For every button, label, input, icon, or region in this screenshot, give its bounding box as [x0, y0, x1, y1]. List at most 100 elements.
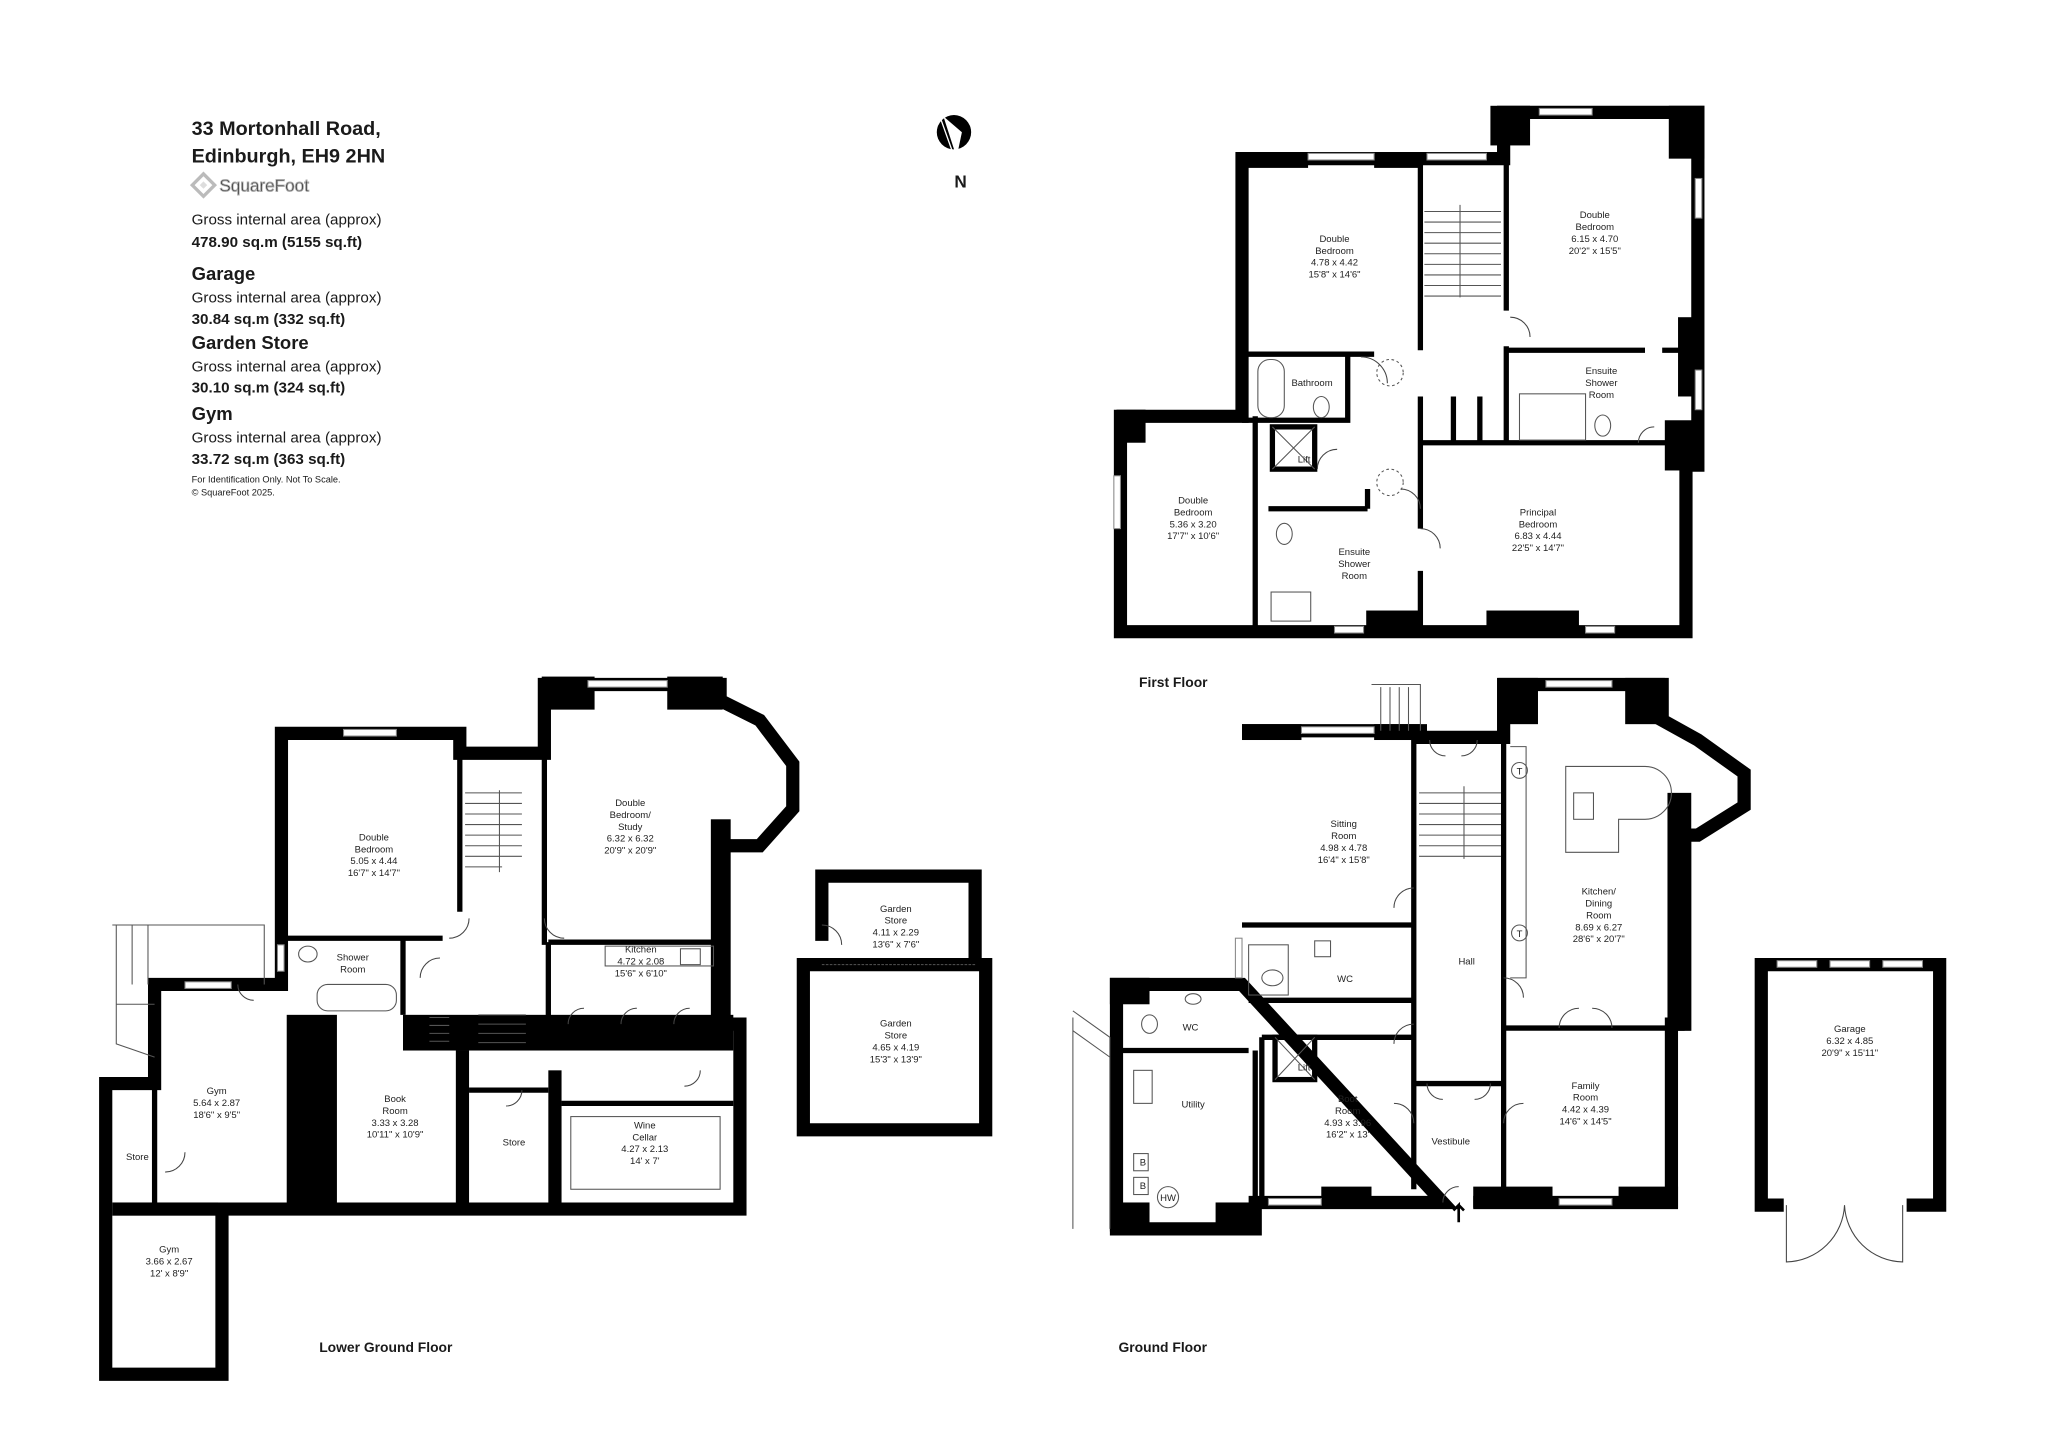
room-dimension: 5.36 x 3.20 — [1170, 519, 1217, 530]
room-dimension: 16'4" x 15'8" — [1318, 855, 1370, 866]
room-label-gf-wc2: WC — [1183, 1023, 1199, 1034]
ground-floor-label: Ground Floor — [1118, 1339, 1207, 1355]
room-dimension: 16'7" x 14'7" — [348, 868, 400, 879]
copyright: © SquareFoot 2025. — [192, 488, 275, 498]
room-dimension: 4.11 x 2.29 — [873, 928, 919, 939]
room-dimension: Store — [884, 916, 907, 927]
room-label-ff-lift: Lift — [1298, 455, 1311, 466]
room-dimension: 4.98 x 4.78 — [1320, 843, 1367, 854]
room-dimension: Room — [1589, 390, 1614, 401]
room-name: WC — [1337, 974, 1353, 985]
room-label-gf-utility: Utility — [1182, 1099, 1205, 1110]
room-name: Ensuite — [1586, 366, 1618, 377]
room-name: Family — [1572, 1081, 1600, 1092]
room-name: Shower — [337, 953, 369, 964]
room-name: Garden — [880, 1019, 912, 1030]
logo-diamond-icon — [189, 171, 218, 199]
room-name: Wine — [634, 1120, 656, 1131]
room-label-gf-b2: B — [1140, 1181, 1146, 1192]
room-dimension: 14' x 7' — [630, 1156, 660, 1167]
room-dimension: 4.78 x 4.42 — [1311, 258, 1358, 269]
room-dimension: 22'5" x 14'7" — [1512, 543, 1564, 554]
room-dimension: Room — [340, 965, 365, 976]
room-dimension: Bedroom — [1576, 222, 1615, 233]
room-name: Bathroom — [1291, 378, 1332, 389]
room-name: T — [1517, 929, 1523, 940]
room-name: Lift — [1298, 1062, 1311, 1073]
room-dimension: 28'6" x 20'7" — [1573, 934, 1625, 945]
room-dimension: 15'6" x 6'10" — [615, 969, 667, 980]
room-dimension: 8.69 x 6.27 — [1575, 922, 1622, 933]
room-dimension: Bedroom — [355, 844, 394, 855]
room-dimension: 4.42 x 4.39 — [1562, 1105, 1609, 1116]
room-dimension: 20'9" x 15'11" — [1821, 1048, 1878, 1059]
room-dimension: Shower — [1338, 559, 1370, 570]
room-name: Ensuite — [1338, 547, 1370, 558]
room-label-ff-bath: Bathroom — [1291, 378, 1332, 389]
entrance-arrow-icon — [1452, 1201, 1465, 1223]
compass: N — [936, 115, 972, 192]
room-name: Principal — [1520, 507, 1556, 518]
room-dimension: Room — [1331, 831, 1356, 842]
garage-area-value: 30.84 sq.m (332 sq.ft) — [192, 311, 346, 328]
address-line-2: Edinburgh, EH9 2HN — [192, 146, 386, 168]
room-name: Store — [126, 1152, 149, 1163]
room-dimension: Room — [1586, 910, 1611, 921]
room-label-lg-store1: Store — [503, 1138, 526, 1149]
room-name: Kitchen — [625, 945, 657, 956]
room-label-gf-hw: HW — [1160, 1193, 1176, 1204]
room-name: Kitchen/ — [1582, 887, 1617, 898]
room-label-gf-vestibule: Vestibule — [1431, 1136, 1470, 1147]
lower-ground-floor-label: Lower Ground Floor — [319, 1339, 453, 1355]
room-dimension: 12' x 8'9" — [150, 1268, 188, 1279]
main-area-value: 478.90 sq.m (5155 sq.ft) — [192, 234, 363, 251]
room-dimension: 5.64 x 2.87 — [193, 1098, 240, 1109]
room-dimension: Room — [382, 1106, 407, 1117]
room-dimension: 14'6" x 14'5" — [1559, 1117, 1611, 1128]
room-dimension: 5.05 x 4.44 — [350, 856, 397, 867]
room-label-gf-b1: B — [1140, 1157, 1146, 1168]
room-dimension: 6.15 x 4.70 — [1571, 234, 1618, 245]
north-arrow-icon — [936, 115, 972, 158]
gym-area-label: Gross internal area (approx) — [192, 430, 382, 447]
room-name: Double — [1319, 234, 1349, 245]
room-dimension: Bedroom — [1174, 507, 1213, 518]
room-dimension: 3.66 x 2.67 — [146, 1257, 193, 1268]
room-dimension: 6.32 x 6.32 — [607, 834, 654, 845]
room-name: Boot — [1338, 1094, 1358, 1105]
room-dimension: Store — [884, 1031, 907, 1042]
room-name: Double — [615, 798, 645, 809]
room-dimension: 18'6" x 9'5" — [193, 1110, 240, 1121]
room-dimension: Bedroom — [1315, 246, 1354, 257]
room-name: T — [1517, 766, 1523, 777]
room-name: Gym — [207, 1086, 227, 1097]
room-dimension: 6.32 x 4.85 — [1826, 1036, 1873, 1047]
room-name: B — [1140, 1181, 1146, 1192]
room-label-gf-t1: T — [1517, 766, 1523, 777]
room-name: Double — [359, 832, 389, 843]
room-name: WC — [1183, 1023, 1199, 1034]
room-dimension: Dining — [1585, 898, 1612, 909]
room-label-gf-lift: Lift — [1298, 1062, 1311, 1073]
room-name: B — [1140, 1157, 1146, 1168]
